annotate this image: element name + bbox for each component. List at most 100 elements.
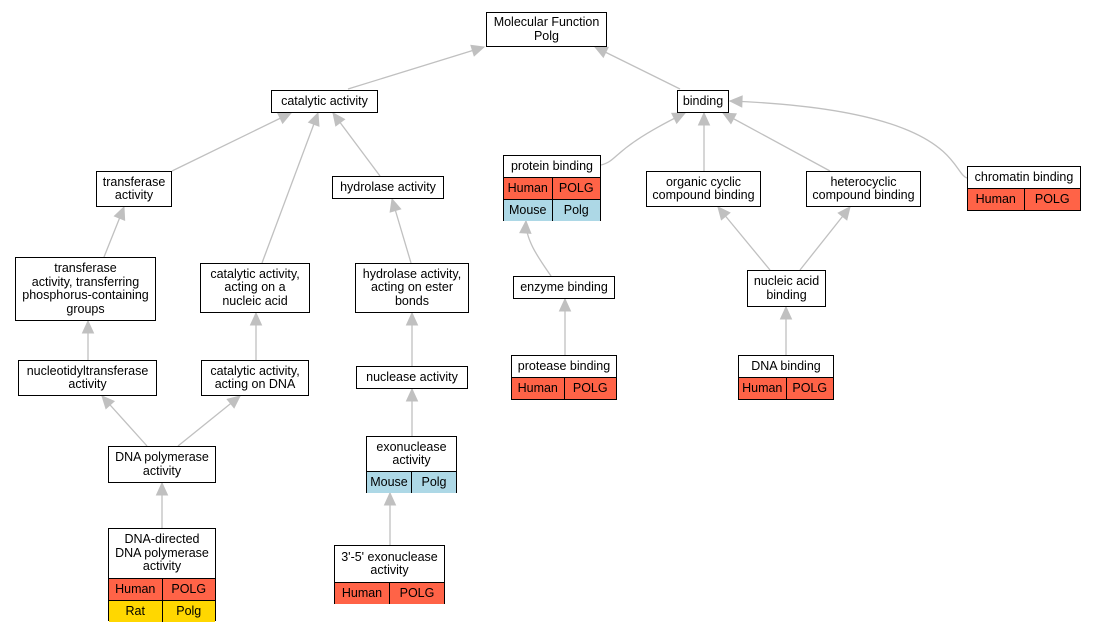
node-label: enzyme binding	[520, 279, 608, 294]
node-heterocyclic-compound-binding[interactable]: heterocyclic compound binding	[806, 171, 921, 207]
species-cell: Human	[115, 581, 156, 596]
node-label: nuclease activity	[366, 369, 458, 384]
arrowhead	[519, 219, 532, 234]
arrowhead	[405, 387, 419, 402]
node-label: catalytic activity, acting on a nucleic …	[210, 266, 300, 308]
gene-cell: POLG	[1023, 189, 1081, 210]
node-label: organic cyclic compound binding	[652, 174, 755, 202]
node-3-5-exonuclease-activity[interactable]: 3'-5' exonuclease activity Human POLG	[334, 545, 445, 604]
species-cell: Human	[742, 380, 783, 395]
node-label: transferase activity	[102, 174, 166, 202]
node-label: 3'-5' exonuclease activity	[341, 549, 438, 577]
edge-dna_binding-to-nucleic_binding	[779, 305, 793, 355]
node-label: DNA polymerase activity	[115, 450, 209, 478]
node-protease-binding[interactable]: protease binding Human POLG	[511, 355, 617, 400]
node-label: DNA-directed DNA polymerase activity	[115, 532, 209, 574]
arrowhead	[837, 206, 851, 221]
node-transferase-phosphorus-groups[interactable]: transferase activity, transferring phosp…	[15, 257, 156, 321]
arrowhead	[101, 395, 116, 410]
node-binding[interactable]: binding	[677, 90, 729, 113]
gene-cell: POLG	[389, 583, 444, 604]
node-transferase-activity[interactable]: transferase activity	[96, 171, 172, 207]
edge-dna_pol-to-cat_dna	[177, 395, 241, 447]
edge-nucleic_binding-to-heterocyclic	[799, 206, 851, 271]
arrowhead	[558, 297, 572, 312]
node-molecular-function[interactable]: Molecular Function Polg	[486, 12, 607, 47]
node-label: exonuclease activity	[376, 439, 447, 467]
edge-nucleic_binding-to-organic_cyclic	[717, 206, 771, 271]
arrowhead	[405, 311, 419, 326]
edge-hydrolase_ester-to-hydrolase	[389, 197, 412, 264]
gene-cell: Polg	[411, 472, 456, 493]
annotation-row: Human POLG	[335, 582, 444, 604]
node-label: transferase activity, transferring phosp…	[22, 261, 149, 316]
node-label: heterocyclic compound binding	[812, 174, 915, 202]
edge-protease_binding-to-enzyme_binding	[558, 297, 572, 355]
node-hydrolase-ester-bonds[interactable]: hydrolase activity, acting on ester bond…	[355, 263, 469, 313]
edge-protein_binding-to-binding	[600, 112, 687, 166]
arrowhead	[155, 481, 169, 496]
arrowhead	[383, 491, 397, 506]
arrowhead	[226, 395, 241, 409]
node-nucleic-acid-binding[interactable]: nucleic acid binding	[747, 270, 826, 307]
node-catalytic-activity-dna[interactable]: catalytic activity, acting on DNA	[201, 360, 309, 396]
arrowhead	[249, 311, 263, 326]
node-hydrolase-activity[interactable]: hydrolase activity	[332, 176, 444, 199]
arrowhead	[697, 111, 711, 126]
edge-nucleotidyl-to-transferase_p	[81, 319, 95, 360]
species-cell: Human	[507, 180, 548, 195]
edge-exonuclease-to-nuclease	[405, 387, 419, 436]
node-label: catalytic activity	[281, 93, 368, 108]
node-label: hydrolase activity	[340, 179, 436, 194]
gene-cell: Polg	[551, 200, 601, 221]
arrowhead	[671, 112, 687, 125]
arrowhead	[332, 112, 346, 127]
node-label: nucleic acid binding	[753, 274, 820, 302]
node-label: protease binding	[517, 358, 611, 373]
edge-cat_nucleic-to-catalytic	[261, 111, 320, 264]
species-cell: Human	[517, 380, 558, 395]
gene-cell: Polg	[161, 601, 216, 622]
node-catalytic-activity[interactable]: catalytic activity	[271, 90, 378, 113]
gene-cell: POLG	[551, 178, 601, 199]
edge-dd_dna_pol-to-dna_pol	[155, 481, 169, 528]
species-cell: Human	[341, 585, 383, 600]
annotation-row: Human POLG	[109, 578, 215, 600]
node-dna-polymerase-activity[interactable]: DNA polymerase activity	[108, 446, 216, 483]
arrowhead	[779, 305, 793, 320]
annotation-row: Human POLG	[512, 377, 616, 399]
arrowhead	[593, 46, 609, 59]
edge-chromatin-to-binding	[728, 95, 968, 179]
edge-transferase_p-to-transferase	[103, 205, 126, 258]
node-nuclease-activity[interactable]: nuclease activity	[356, 366, 468, 389]
gene-cell: POLG	[161, 579, 216, 600]
gene-cell: POLG	[785, 378, 834, 399]
species-cell: Mouse	[370, 474, 408, 489]
edge-dna_pol-to-nucleotidyl	[101, 395, 148, 447]
node-organic-cyclic-compound-binding[interactable]: organic cyclic compound binding	[646, 171, 761, 207]
arrowhead	[721, 112, 737, 125]
node-enzyme-binding[interactable]: enzyme binding	[513, 276, 615, 299]
node-label: binding	[682, 93, 724, 108]
node-label: Molecular Function Polg	[493, 15, 600, 43]
node-label: catalytic activity, acting on DNA	[210, 363, 300, 391]
edge-transferase-to-catalytic	[171, 112, 293, 172]
gene-cell: POLG	[563, 378, 617, 399]
species-cell: Human	[975, 191, 1016, 206]
arrowhead	[277, 112, 293, 125]
node-dna-directed-dna-polymerase[interactable]: DNA-directed DNA polymerase activity Hum…	[108, 528, 216, 622]
arrowhead	[81, 319, 95, 334]
node-catalytic-activity-nucleic-acid[interactable]: catalytic activity, acting on a nucleic …	[200, 263, 310, 313]
node-nucleotidyltransferase-activity[interactable]: nucleotidyltransferase activity	[18, 360, 157, 396]
edge-exo_35-to-exonuclease	[383, 491, 397, 545]
